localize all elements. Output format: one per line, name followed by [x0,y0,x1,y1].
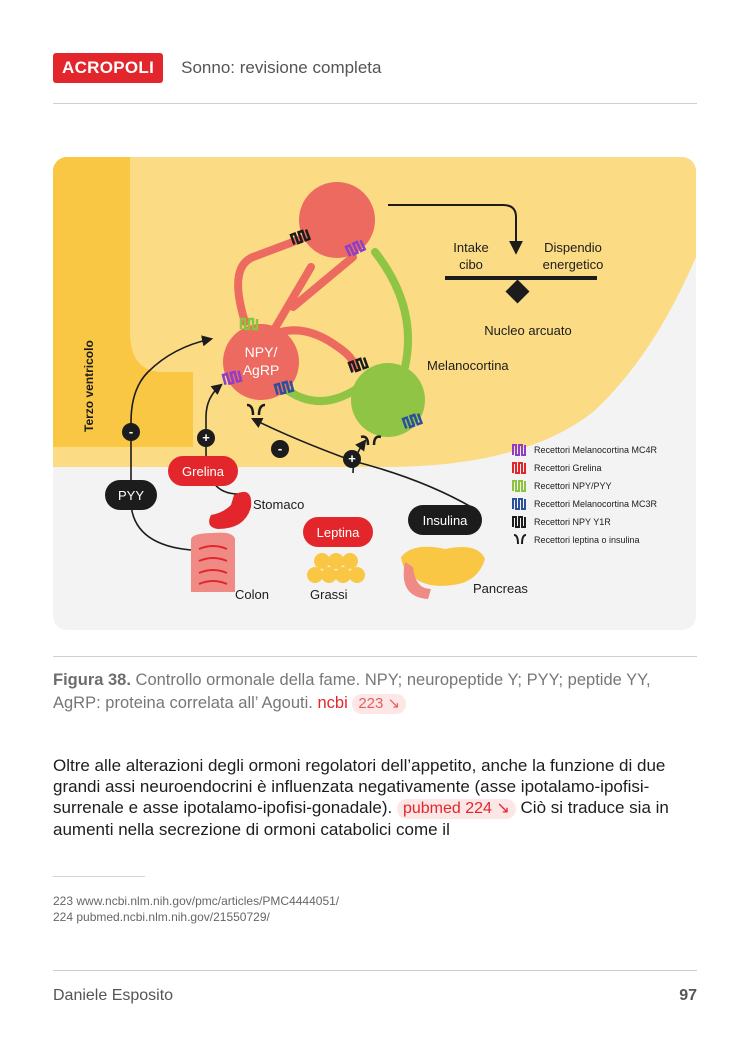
legend-mc4r-icon [512,444,526,456]
figure-38: Terzo ventricolo NPY/ AgRP [53,157,696,630]
footnote-separator [53,876,145,877]
header-rule [53,103,697,104]
receptor-mc3r-icon [273,380,295,396]
dispendio-label-1: Dispendio [544,240,602,255]
legend-grelina-label: Recettori Grelina [534,463,602,473]
body-text-1: Oltre alle alterazioni degli ormoni rego… [53,756,666,817]
caption-text: Controllo ormonale della fame. NPY; neur… [53,671,651,712]
plus-badge-grelina-text: + [202,430,210,445]
receptor-leptina-melanocortina-icon [360,435,382,446]
legend-npy-pyy-icon [512,480,526,492]
grelina-path [205,383,241,495]
minus-badge-pyy [122,423,140,441]
legend-npy-pyy-label: Recettori NPY/PYY [534,481,612,491]
pyy-pill [105,480,157,510]
plus-badge-grelina [197,429,215,447]
leptina-pill [303,517,373,547]
nucleo-arcuato-label: Nucleo arcuato [484,323,571,338]
receptor-melanocortina-mc3r-icon [401,413,424,429]
top-neuron [299,182,375,258]
top-to-npy-connection [289,253,357,311]
melanocortina-to-top-connection [371,248,412,371]
legend-item-mc3r: Recettori Melanocortina MC3R [512,498,658,510]
npy-label: NPY/ [245,344,278,360]
npy-to-top-connection-2 [267,263,315,339]
pancreas-label: Pancreas [473,581,528,596]
minus-badge-pyy-text: - [129,424,133,439]
intake-label-2: cibo [459,257,483,272]
grassi-label: Grassi [310,587,348,602]
plus-badge-insulina-text: + [348,451,356,466]
dispendio-label-2: energetico [543,257,604,272]
third-ventricle-region [53,157,193,447]
receptor-y1r-icon [289,229,312,245]
pyy-path [130,335,214,487]
receptor-npy-pyy-icon [239,317,259,331]
figure-rule [53,656,697,657]
legend-leptina-insulina-icon [513,534,527,545]
legend-item-grelina: Recettori Grelina [512,462,602,474]
colon-label: Colon [235,587,269,602]
legend-leptina-insulina-label: Recettori leptina o insulina [534,535,640,545]
intake-label-1: Intake [453,240,488,255]
caption-ref-link[interactable]: ncbi [317,694,348,712]
figure-caption: Figura 38. Controllo ormonale della fame… [53,669,697,715]
footnote-224[interactable]: 224 pubmed.ncbi.nlm.nih.gov/21550729/ [53,910,270,924]
legend-mc4r-label: Recettori Melanocortina MC4R [534,445,658,455]
agrp-label: AgRP [243,362,280,378]
legend: Recettori Melanocortina MC4R Recettori G… [512,444,658,545]
receptor-melanocortina-y1r-icon [347,357,370,373]
caption-ref-badge[interactable]: 223 ↘ [352,694,407,714]
legend-y1r-icon [512,516,526,528]
grelina-pill [168,456,238,486]
brand-logo: ACROPOLI [53,53,164,83]
receptor-grelina-icon [221,370,243,386]
grelina-label: Grelina [182,464,225,479]
insulina-pill [408,505,482,535]
page-number: 97 [679,987,697,1004]
fat-cells-icon [307,553,365,583]
legend-mc3r-icon [512,498,526,510]
pancreas-icon [401,546,485,599]
receptor-leptina-npy-icon [246,403,266,416]
plus-badge-insulina [343,450,361,468]
body-text-2: Ciò si traduce sia in aumenti nella secr… [53,798,669,839]
npy-to-top-connection [234,235,305,326]
pyy-label: PYY [118,488,144,503]
legend-item-mc4r: Recettori Melanocortina MC4R [512,444,658,456]
legend-mc3r-label: Recettori Melanocortina MC3R [534,499,658,509]
stomaco-label: Stomaco [253,497,304,512]
balance-arrow [388,204,523,255]
receptor-mc4r-icon [344,239,367,257]
leptina-label: Leptina [317,525,360,540]
intestine-icon [191,532,235,592]
body-paragraph: Oltre alle alterazioni degli ormoni rego… [53,755,697,840]
melanocortina-label: Melanocortina [427,358,509,373]
insulina-label: Insulina [423,513,469,528]
pubmed-ref-link[interactable]: pubmed 224 ↘ [396,799,516,819]
stomach-icon [209,491,252,529]
legend-grelina-icon [512,462,526,474]
footer-rule [53,970,697,971]
pyy-to-colon-path [130,504,192,551]
caption-label: Figura 38. [53,671,131,689]
footnotes: 223 www.ncbi.nlm.nih.gov/pmc/articles/PM… [53,893,339,925]
footnote-223[interactable]: 223 www.ncbi.nlm.nih.gov/pmc/articles/PM… [53,894,340,908]
minus-badge-insulina [271,440,289,458]
minus-badge-insulina-text: - [278,441,282,456]
hunger-diagram: Terzo ventricolo NPY/ AgRP [53,157,696,630]
terzo-ventricolo-label: Terzo ventricolo [82,340,96,432]
document-title: Sonno: revisione completa [181,58,382,77]
legend-item-y1r: Recettori NPY Y1R [512,516,611,528]
footer-author: Daniele Esposito [53,987,174,1004]
legend-item-npy-pyy: Recettori NPY/PYY [512,480,612,492]
balance-beam [445,276,597,280]
legend-item-leptina-insulina: Recettori leptina o insulina [513,534,640,545]
page-header: ACROPOLI Sonno: revisione completa [53,53,381,83]
legend-y1r-label: Recettori NPY Y1R [534,517,611,527]
